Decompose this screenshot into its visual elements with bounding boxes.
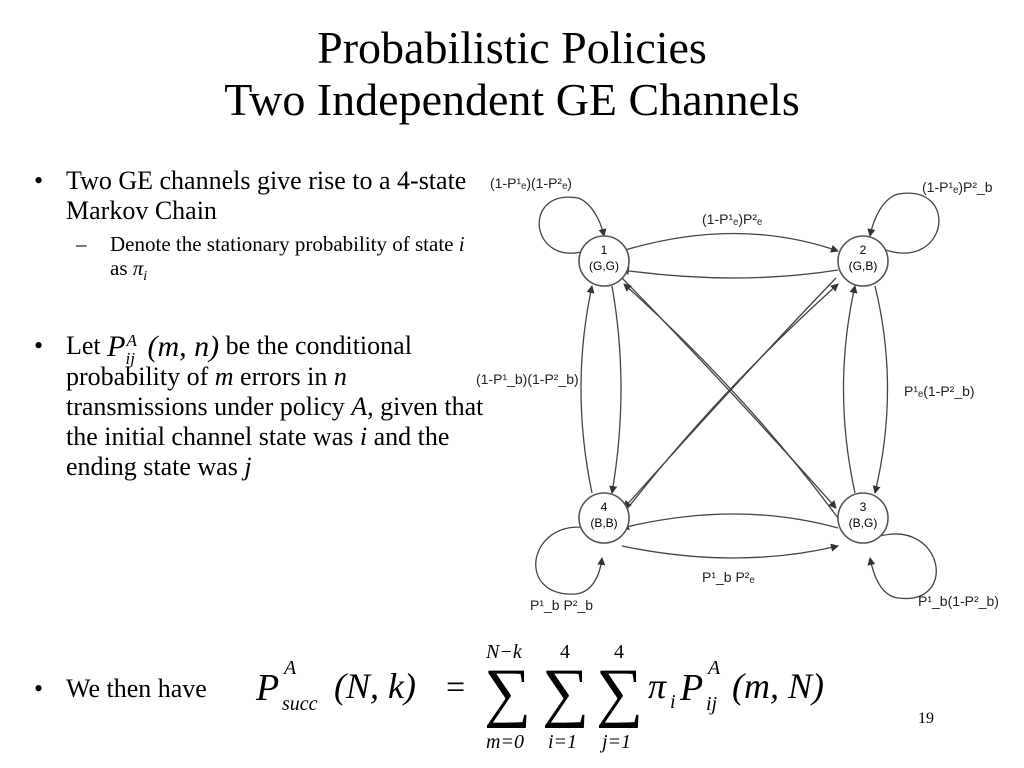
var-A: A [351, 392, 368, 422]
success-probability-formula: P A succ (N, k) = N−k ∑ m=0 4 ∑ i=1 4 ∑ … [255, 641, 824, 753]
sub-text: Denote the stationary probability of sta… [110, 232, 454, 256]
sum-3-bottom: j=1 [599, 731, 631, 753]
formula-term-args: (m, N) [732, 666, 824, 706]
pij-sub: ij [125, 349, 135, 369]
edge-2-1 [621, 267, 839, 279]
bullet-3-text: We then have [66, 674, 207, 703]
bullet-2: • Let P A ij (m, n) be the conditional p… [34, 331, 484, 482]
edge-3-4 [621, 513, 839, 531]
bullet-dot-icon: • [34, 331, 44, 361]
label-self-2: (1-P¹ₑ)P²_b [922, 179, 993, 195]
state-4-num: 4 [601, 500, 608, 514]
state-2-label: (G,B) [849, 259, 878, 273]
label-self-4: P¹_b P²_b [530, 597, 593, 613]
title-line-2: Two Independent GE Channels [224, 74, 800, 125]
markov-chain-diagram: 1 (G,G) 2 (G,B) 3 (B,G) 4 (B,B) (1-P¹ₑ)(… [476, 175, 999, 613]
formula-lhs-sup: A [282, 657, 297, 679]
edge-3-1 [623, 283, 839, 519]
edge-3-2 [842, 285, 858, 494]
slide-title: Probabilistic Policies Two Independent G… [0, 22, 1024, 126]
var-j: j [244, 452, 252, 482]
self-loop-3 [867, 533, 937, 600]
edge-4-3 [621, 543, 839, 559]
sigma-3-icon: ∑ [596, 656, 643, 729]
bullet-2-text-5: and the ending state was [66, 422, 450, 482]
inline-formula-pij: P A ij (m, n) [107, 330, 220, 368]
var-m: m [214, 362, 234, 392]
var-i: i [359, 422, 368, 452]
sigma-2-icon: ∑ [542, 656, 589, 729]
bullet-2-text-3: transmissions under policy [66, 392, 345, 422]
edge-4-1 [580, 285, 595, 494]
state-4: 4 (B,B) [578, 492, 630, 544]
bullet-2-text-1: be the conditional probability of [66, 331, 412, 392]
sigma-1-icon: ∑ [484, 656, 531, 729]
self-loop-4 [535, 526, 606, 595]
formula-lhs-sub: succ [282, 693, 318, 715]
state-1-label: (G,G) [589, 259, 619, 273]
bullet-1-sub: – Denote the stationary probability of s… [34, 232, 484, 289]
edge-1-3 [621, 277, 837, 509]
edge-1-2 [621, 232, 839, 253]
state-1: 1 (G,G) [578, 235, 630, 287]
self-loop-2 [867, 192, 940, 254]
formula-pi: π [648, 666, 667, 706]
state-2: 2 (G,B) [837, 235, 889, 287]
bullet-dot-icon: • [34, 166, 44, 195]
bullet-list: • Two GE channels give rise to a 4-state… [34, 166, 484, 482]
formula-term-sup: A [706, 657, 721, 679]
state-4-label: (B,B) [590, 516, 617, 530]
label-edge-1-4: (1-P¹_b)(1-P²_b) [476, 371, 579, 387]
sum-2-top: 4 [560, 641, 570, 663]
edge-2-4 [623, 277, 837, 509]
page-number: 19 [918, 710, 934, 727]
state-2-num: 2 [860, 243, 867, 257]
formula-lhs-args: (N, k) [334, 666, 416, 706]
pij-sup: A [126, 331, 137, 351]
formula-equals: = [446, 669, 465, 706]
var-n: n [333, 362, 347, 392]
label-edge-1-2: (1-P¹ₑ)P²ₑ [702, 211, 762, 227]
formula-term-symbol: P [679, 667, 703, 709]
pij-args: (m, n) [147, 330, 220, 364]
sum-2-bottom: i=1 [548, 731, 577, 753]
label-edge-3-4: P¹_b P²ₑ [702, 569, 755, 585]
title-line-1: Probabilistic Policies [317, 22, 707, 73]
sum-2: 4 ∑ i=1 [542, 641, 589, 753]
bullet-1: • Two GE channels give rise to a 4-state… [34, 166, 484, 226]
state-1-num: 1 [601, 243, 608, 257]
dash-icon: – [76, 232, 87, 256]
bullet-2-text-4: , given that the initial channel state w… [66, 392, 484, 452]
sum-3: 4 ∑ j=1 [596, 641, 643, 753]
self-loop-1 [538, 196, 607, 254]
formula-lhs-symbol: P [255, 667, 279, 709]
formula-pi-sub: i [670, 691, 676, 713]
bullet-3: • We then have [34, 674, 207, 704]
sum-1-bottom: m=0 [486, 731, 524, 753]
sub-as: as [110, 256, 128, 280]
sub-var-i: i [458, 232, 465, 256]
pi-index: i [143, 269, 148, 285]
state-3-label: (B,G) [849, 516, 878, 530]
bullet-1-text: Two GE channels give rise to a 4-state M… [66, 166, 467, 225]
sum-1-top: N−k [485, 641, 523, 663]
bullet-2-text-2: errors in [240, 362, 328, 392]
label-edge-2-3: P¹ₑ(1-P²_b) [904, 383, 975, 399]
edge-1-4 [609, 285, 622, 494]
bullet-dot-icon: • [34, 674, 44, 703]
pij-symbol: P [107, 330, 126, 364]
sum-3-top: 4 [614, 641, 624, 663]
state-3-num: 3 [860, 500, 867, 514]
label-self-1: (1-P¹ₑ)(1-P²ₑ) [490, 175, 572, 191]
bullet-2-let: Let [66, 331, 101, 361]
edge-4-2 [619, 283, 839, 519]
edge-2-3 [872, 285, 889, 494]
state-3: 3 (B,G) [837, 492, 889, 544]
formula-term-sub: ij [706, 693, 718, 715]
label-self-3: P¹_b(1-P²_b) [918, 593, 999, 609]
sum-1: N−k ∑ m=0 [484, 641, 531, 753]
pi-symbol: π [132, 256, 144, 280]
